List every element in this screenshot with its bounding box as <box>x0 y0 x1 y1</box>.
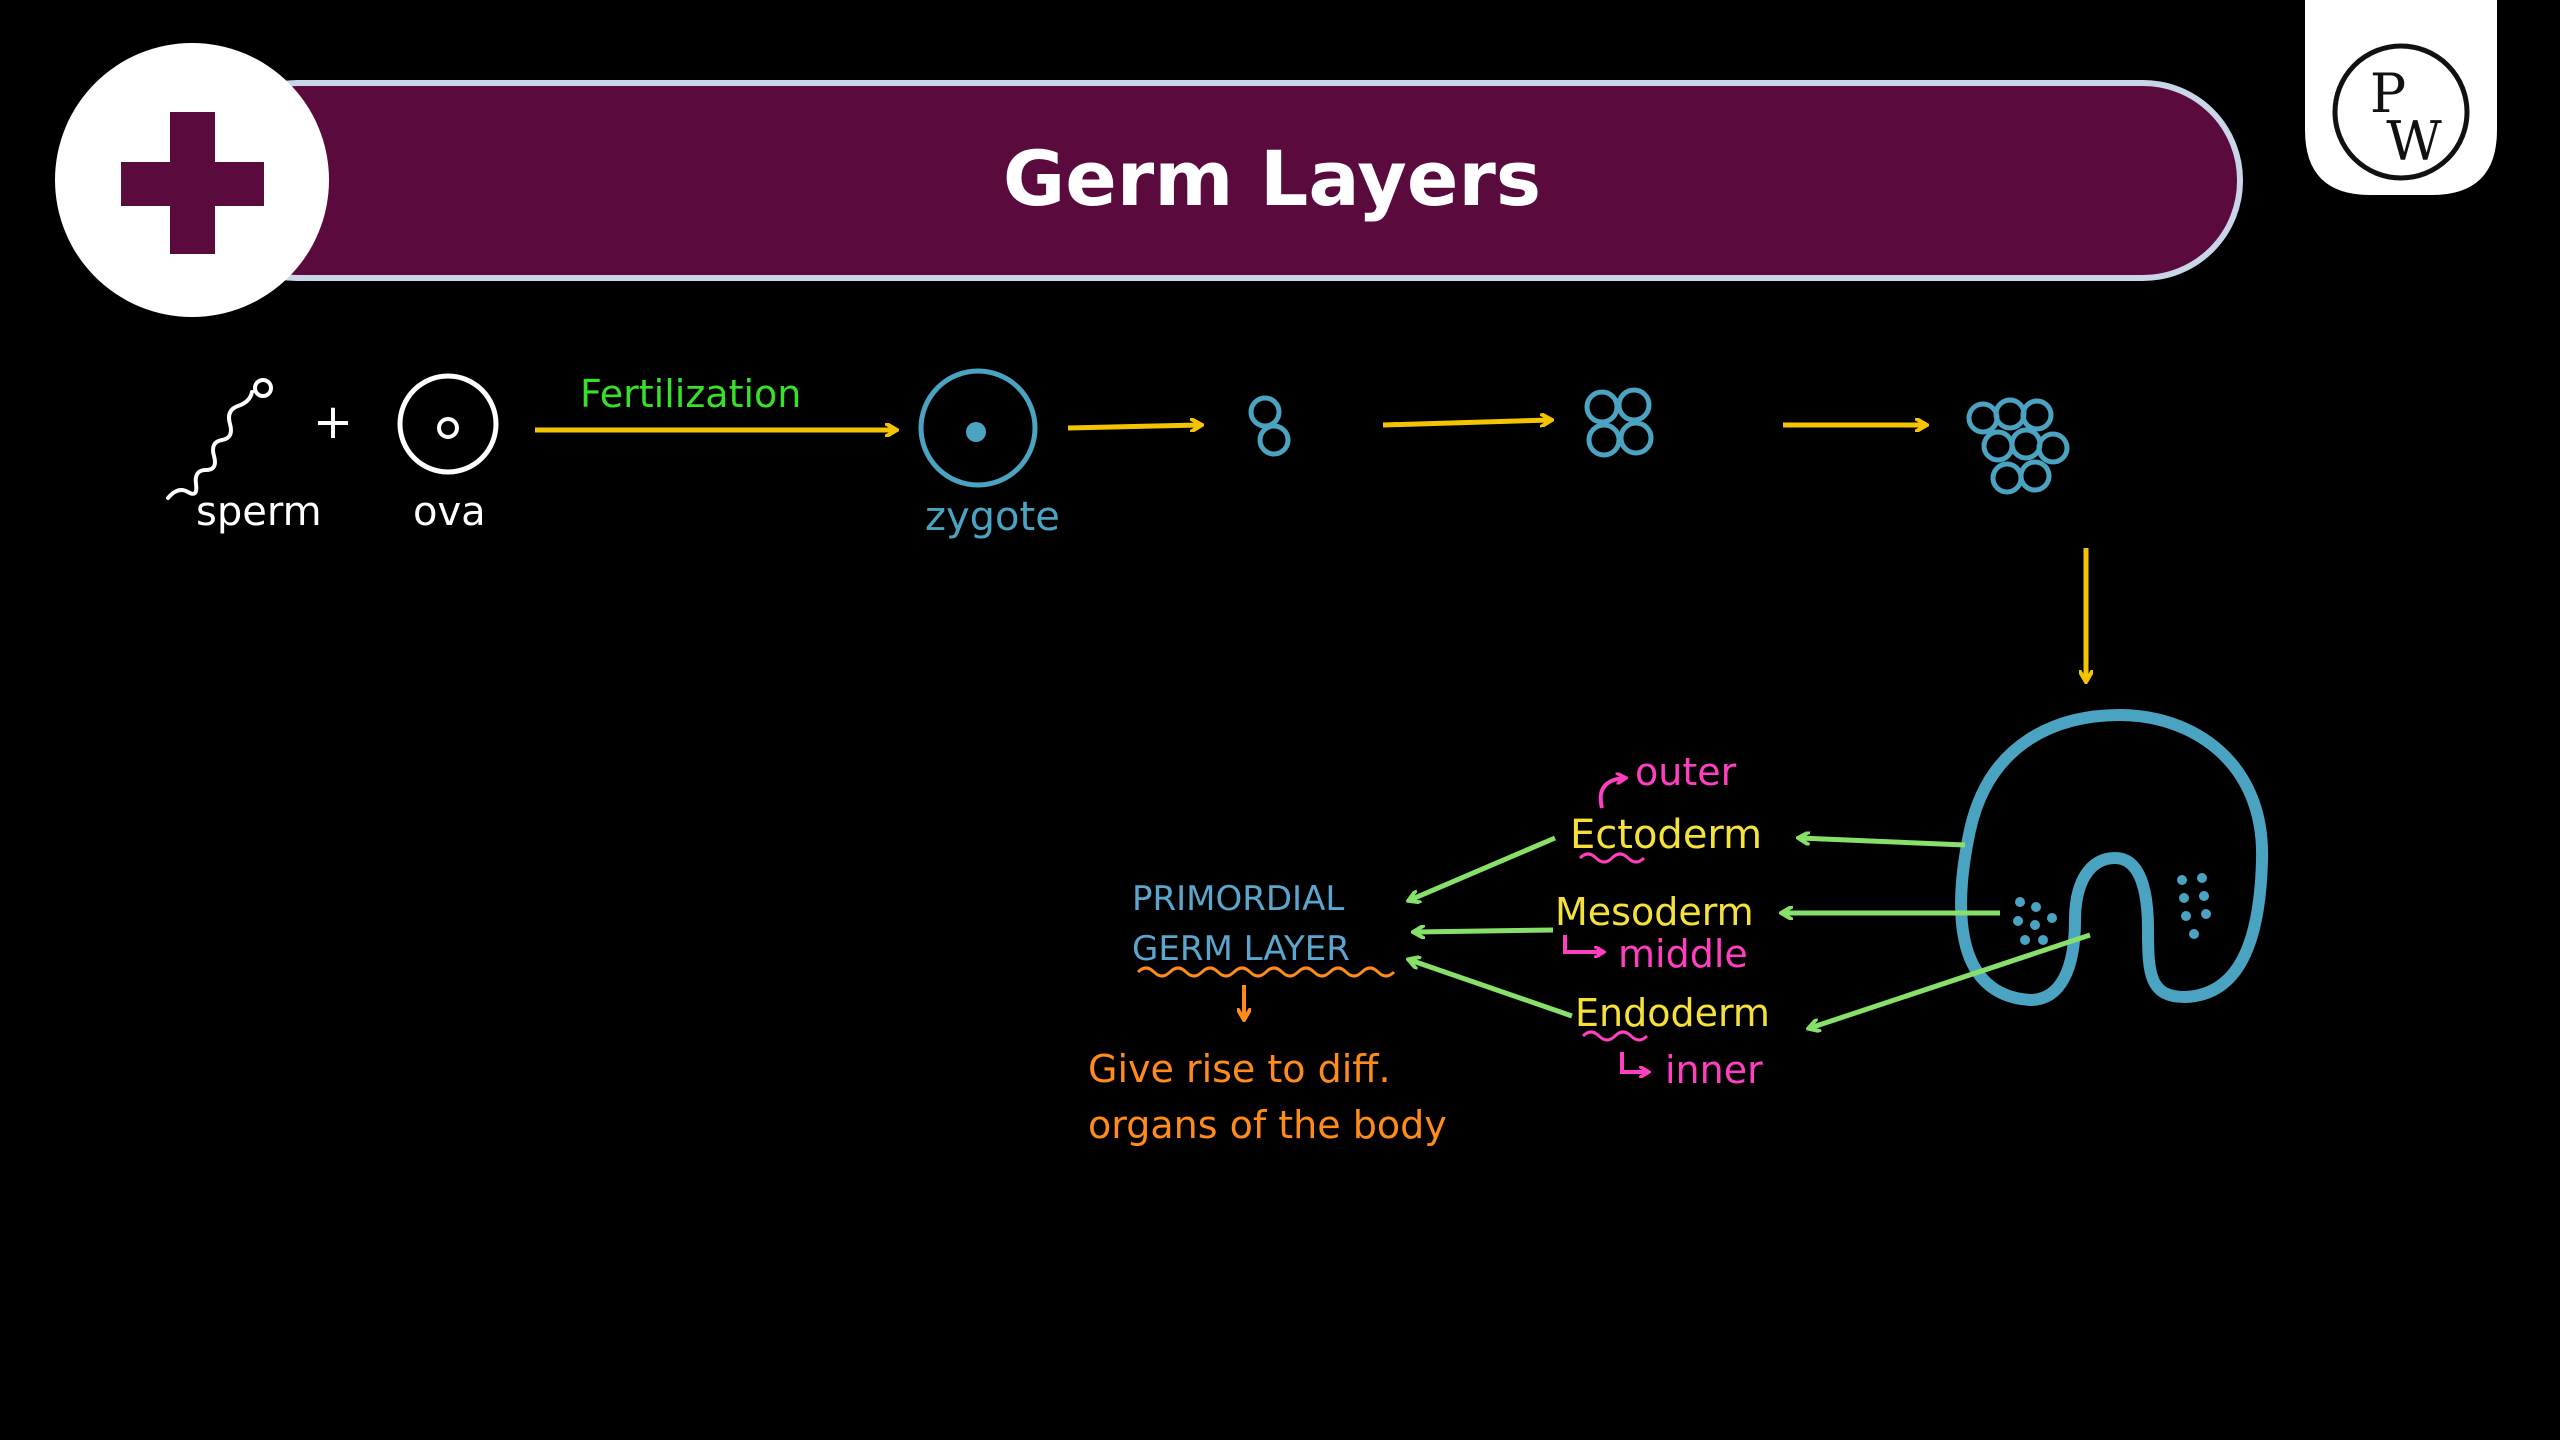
ova-icon <box>397 373 499 475</box>
pw-logo: P W <box>2305 0 2497 195</box>
ectoderm-underline <box>1578 852 1646 864</box>
mesoderm-to-primordial-arrow <box>1415 930 1554 932</box>
primordial-note-line2: organs of the body <box>1088 1103 1447 1147</box>
arrow-to-ectoderm <box>1800 838 1966 848</box>
outer-pointer <box>1598 778 1625 809</box>
plus-sign: + <box>313 394 353 450</box>
logo-letter-p: P <box>2370 62 2406 125</box>
logo-tab <box>2305 0 2497 195</box>
primordial-line2: GERM LAYER <box>1132 929 1350 969</box>
logo-letter-w: W <box>2386 110 2442 173</box>
outer-label: outer <box>1635 750 1737 794</box>
logo-ring <box>2332 43 2470 181</box>
zygote-outline <box>918 368 1038 488</box>
arrow-to-two-cell <box>1067 425 1200 428</box>
sperm-label: sperm <box>196 489 322 535</box>
ectoderm-label: Ectoderm <box>1570 812 1762 858</box>
mesoderm-label: Mesoderm <box>1555 890 1754 934</box>
gastrula-dots-left <box>2013 897 2057 945</box>
ova-outline <box>397 373 499 475</box>
primordial-line1: PRIMORDIAL <box>1132 879 1344 919</box>
sperm-head <box>253 378 273 398</box>
zygote-nucleus <box>966 422 986 442</box>
zygote-icon <box>918 368 1038 488</box>
gastrula-outline <box>1955 709 2269 1006</box>
morula-icon <box>1966 397 2070 495</box>
primordial-underline <box>1136 966 1396 978</box>
fertilization-label: Fertilization <box>580 372 801 416</box>
four-cell-icon <box>1584 387 1654 458</box>
zygote-label: zygote <box>925 494 1060 540</box>
primordial-note-line1: Give rise to diff. <box>1088 1047 1391 1091</box>
arrow-to-endoderm <box>1810 932 2091 1028</box>
middle-label: middle <box>1618 932 1748 976</box>
middle-pointer <box>1563 935 1603 952</box>
inner-label: inner <box>1665 1048 1763 1092</box>
two-cell-icon <box>1248 395 1291 457</box>
ectoderm-to-primordial-arrow <box>1410 835 1556 900</box>
ova-label: ova <box>413 489 486 535</box>
endoderm-label: Endoderm <box>1575 991 1770 1035</box>
gastrula-dots-right <box>2177 873 2211 939</box>
gastrula-icon <box>1955 709 2269 1006</box>
sperm-tail <box>166 390 254 500</box>
plus-icon <box>55 43 329 317</box>
plus-icon-vertical <box>170 112 215 254</box>
endoderm-to-primordial-arrow <box>1410 960 1573 1019</box>
arrow-to-four-cell <box>1382 420 1550 428</box>
sperm-icon <box>166 378 273 500</box>
inner-pointer <box>1620 1052 1648 1072</box>
endoderm-underline <box>1581 1030 1649 1042</box>
ova-nucleus <box>437 417 459 439</box>
page-title: Germ Layers <box>1003 134 1541 223</box>
header-banner: Germ Layers <box>197 80 2243 281</box>
